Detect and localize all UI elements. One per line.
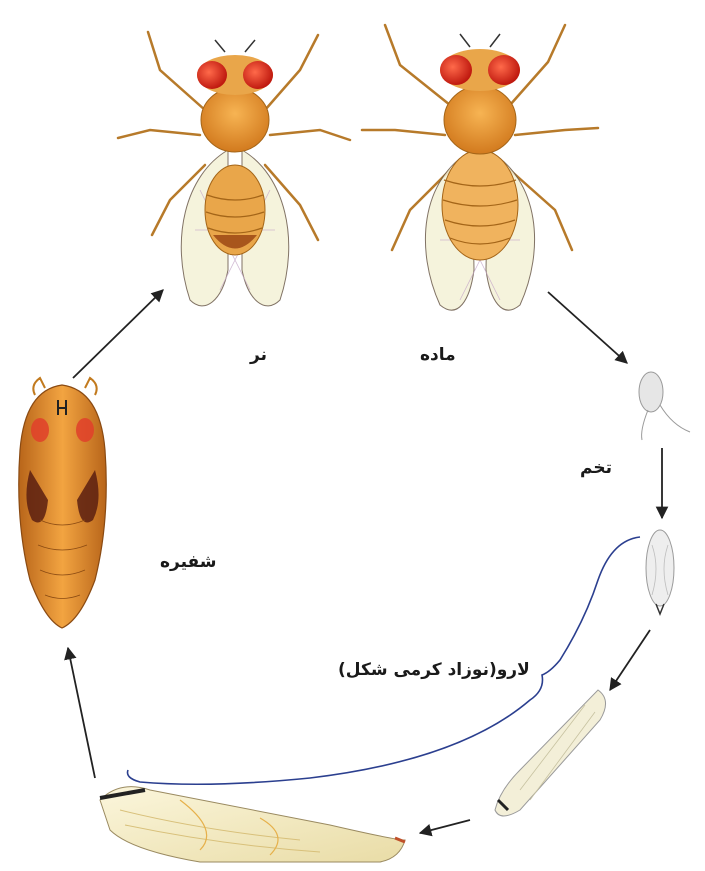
egg-label: تخم — [580, 458, 612, 478]
male-fly-illustration — [118, 32, 350, 306]
female-fly-illustration — [362, 25, 598, 310]
larva-3-illustration — [100, 787, 405, 862]
arrow-larva3-to-pupa — [68, 648, 95, 778]
larva-label: لارو(نوزاد کرمی شکل) — [338, 660, 530, 680]
larva-2-illustration — [495, 690, 606, 816]
larva-1-illustration — [646, 530, 674, 614]
arrow-pupa-to-male — [73, 290, 163, 378]
arrow-larva2-to-larva3 — [420, 820, 470, 833]
arrow-female-to-egg — [548, 292, 627, 363]
arrow-larva1-to-larva2 — [610, 630, 650, 690]
pupa-label: شفیره — [160, 552, 217, 572]
pupa-illustration — [19, 378, 107, 628]
egg-illustration — [639, 372, 690, 440]
female-label: ماده — [420, 345, 456, 365]
male-label: نر — [250, 345, 267, 365]
cycle-arrows — [68, 290, 662, 833]
